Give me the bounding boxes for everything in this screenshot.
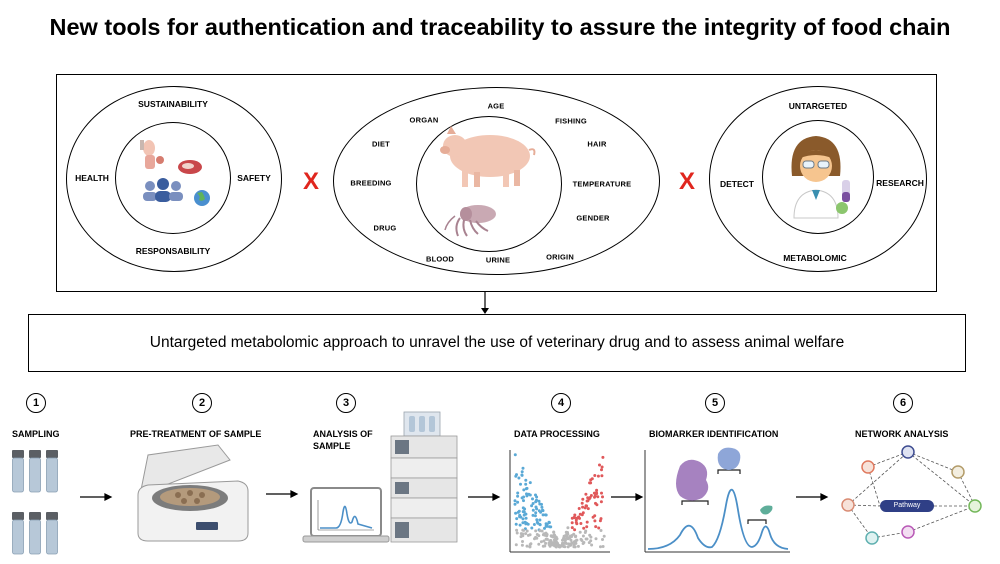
pathway-label: Pathway [893,502,921,509]
volcano-plot-icon [509,450,610,553]
label-safety: SAFETY [237,173,271,183]
label-breeding: BREEDING [350,178,392,188]
step-3-number: 3 [336,393,356,413]
step-5-number: 5 [705,393,725,413]
label-responsability: RESPONSABILITY [135,246,211,256]
organs-icon [140,140,164,169]
label-diet: DIET [372,139,390,149]
pig-icon [440,126,536,187]
step-1-label: SAMPLING [12,429,60,439]
label-drug: DRUG [373,223,397,233]
step-5-label: BIOMARKER IDENTIFICATION [649,429,779,439]
step-3-label-line2: SAMPLE [313,441,351,451]
label-fishing: FISHING [555,116,587,126]
label-age: AGE [487,101,505,111]
hplc-instrument-icon [390,411,458,543]
step-6-label: NETWORK ANALYSIS [855,429,949,439]
label-temperature: TEMPERATURE [572,179,632,189]
step-2-number: 2 [192,393,212,413]
step-4-number: 4 [551,393,571,413]
label-detect: DETECT [720,179,754,189]
label-organ: ORGAN [409,115,439,125]
network-nodes [841,445,982,545]
label-urine: URINE [485,255,511,265]
step-1-number: 1 [26,393,46,413]
label-research: RESEARCH [876,178,924,188]
approach-box: Untargeted metabolomic approach to unrav… [28,314,966,372]
label-sustainability: SUSTAINABILITY [138,99,208,109]
people-icon [143,178,183,202]
label-gender: GENDER [576,213,610,223]
step-2-label: PRE-TREATMENT OF SAMPLE [130,429,262,439]
centrifuge-icon [137,444,249,542]
label-hair: HAIR [587,139,607,149]
page-title: New tools for authentication and traceab… [49,14,951,40]
biomarker-peaks-icon [644,447,790,553]
step-arrows [80,490,829,501]
label-blood: BLOOD [425,254,455,264]
steak-icon [178,160,202,174]
left-outer-circle [66,86,282,272]
right-outer-circle [709,86,927,272]
approach-text: Untargeted metabolomic approach to unrav… [149,334,845,351]
label-origin: ORIGIN [546,252,574,262]
right-inner-circle [762,120,874,234]
step-4-label: DATA PROCESSING [514,429,600,439]
label-health: HEALTH [75,173,109,183]
laptop-chromatogram-icon [302,487,390,543]
step-6-number: 6 [893,393,913,413]
cross-symbol-left: X [302,168,320,195]
step-3-label-line1: ANALYSIS OF [313,429,373,439]
label-metabolomic: METABOLOMIC [783,253,847,263]
center-outer-ellipse [333,87,660,275]
left-inner-circle [115,122,231,234]
cross-symbol-right: X [678,168,696,195]
vials-icon [12,450,58,555]
squid-icon [444,205,496,237]
globe-icon [194,190,210,206]
integrity-factors-box [56,74,937,292]
center-inner-ellipse [416,116,562,252]
label-untargeted: UNTARGETED [788,101,848,111]
